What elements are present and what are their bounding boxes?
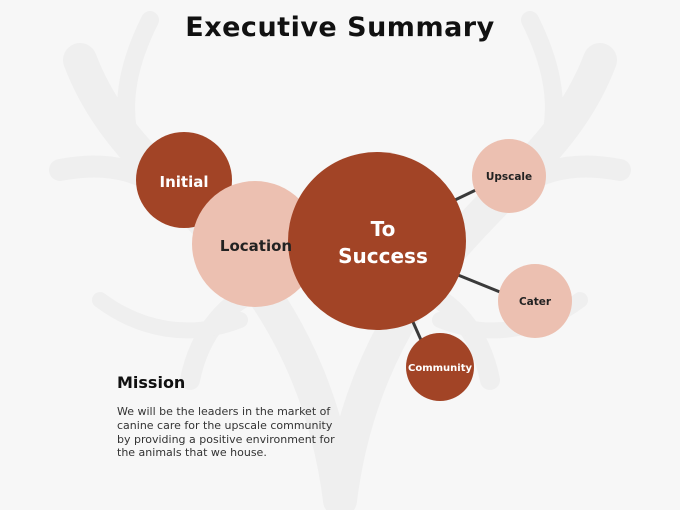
cater-label: Cater [519, 296, 552, 308]
slide-title: Executive Summary [185, 12, 495, 43]
cater-circle [498, 264, 572, 338]
upscale-label: Upscale [486, 171, 532, 183]
location-circle [192, 181, 318, 307]
success-circle [288, 152, 466, 330]
mission-text: We will be the leaders in the market of … [117, 405, 335, 460]
upscale-circle [472, 139, 546, 213]
community-circle [406, 333, 474, 401]
connector-community [411, 321, 423, 341]
mission-heading: Mission [117, 373, 186, 392]
connector-cater [457, 273, 501, 294]
community-label: Community [408, 363, 472, 374]
success-label-line1: To [371, 217, 396, 241]
initial-label: Initial [160, 173, 209, 191]
location-label: Location [220, 237, 292, 255]
success-label-line2: Success [338, 244, 428, 268]
